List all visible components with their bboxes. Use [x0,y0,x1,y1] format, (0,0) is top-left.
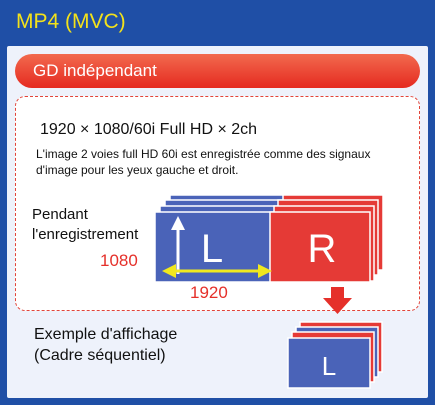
display-example-label: Exemple d'affichage (Cadre séquentiel) [34,324,177,366]
resolution-spec: 1920 × 1080/60i Full HD × 2ch [40,121,258,138]
display-label-line2: (Cadre séquentiel) [34,347,166,364]
recording-label: Pendant l'enregistrement [32,205,138,245]
diagram-title: MP4 (MVC) [16,10,126,33]
width-value: 1920 [190,283,228,302]
height-arrow-head [171,216,185,230]
spec-description: L'image 2 voies full HD 60i est enregist… [36,147,371,177]
right-frame-label: R [308,227,337,271]
independent-hd-banner: GD indépendant [15,54,420,88]
display-label-line1: Exemple d'affichage [34,326,178,343]
display-frame-label: L [322,351,336,381]
width-arrow-left-head [162,264,176,278]
recording-label-line2: l'enregistrement [32,226,139,243]
display-frame-front [287,337,371,389]
right-frame [269,211,371,283]
height-value: 1080 [100,251,138,270]
recording-label-line1: Pendant [32,206,88,223]
width-arrow-right-head [258,264,272,278]
down-arrow-icon [323,287,352,314]
left-frame-label: L [201,227,223,271]
